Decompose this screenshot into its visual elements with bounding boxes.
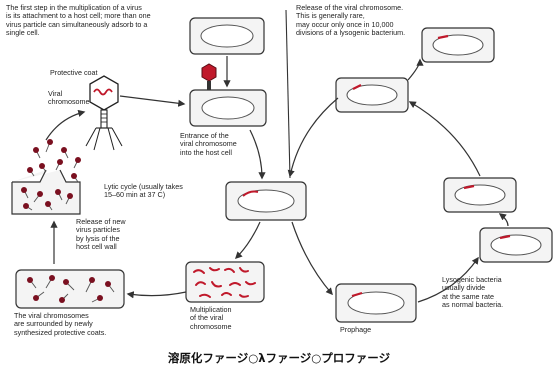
cell-lysogenic-3 [335, 77, 409, 113]
arrows [45, 56, 509, 303]
label-multiplication: Multiplication of the viral chromosome [190, 305, 232, 331]
label-lytic-cycle: Lytic cycle (usually takes 15–60 min at … [104, 182, 183, 200]
cell-lysogenic-1 [479, 227, 553, 263]
label-protective-coat: Protective coat [50, 68, 98, 77]
cell-lysogenic-4 [421, 27, 495, 63]
cell-lysed [11, 139, 81, 215]
label-surrounded: The viral chromosomes are surrounded by … [14, 311, 107, 337]
cell-prophage [335, 283, 417, 323]
cell-new-coats [15, 269, 125, 309]
label-entrance: Entrance of the viral chromosome into th… [180, 131, 237, 157]
cell-center [225, 181, 307, 221]
label-lysogenic: Lysogenic bacteria usually divide at the… [442, 275, 504, 310]
phage-attached [201, 63, 217, 90]
cell-phage-attached [189, 89, 267, 127]
cell-multiplication [185, 261, 265, 303]
label-viral-chromosome: Viral chromosome [48, 89, 90, 107]
cell-lysogenic-2 [443, 177, 517, 213]
label-release-particles: Release of new virus particles by lysis … [76, 217, 126, 252]
released-virus-particles [27, 139, 81, 183]
cell-initial [189, 17, 265, 55]
label-release-chromosome: Release of the viral chromosome. This is… [296, 3, 406, 38]
phage-free [85, 75, 123, 151]
pointer-line-release [285, 9, 291, 179]
label-prophage: Prophage [340, 325, 372, 334]
label-first-step: The first step in the multiplication of … [6, 3, 151, 38]
figure-caption: 溶原化ファージ○λファージ○プロファージ [167, 351, 391, 365]
